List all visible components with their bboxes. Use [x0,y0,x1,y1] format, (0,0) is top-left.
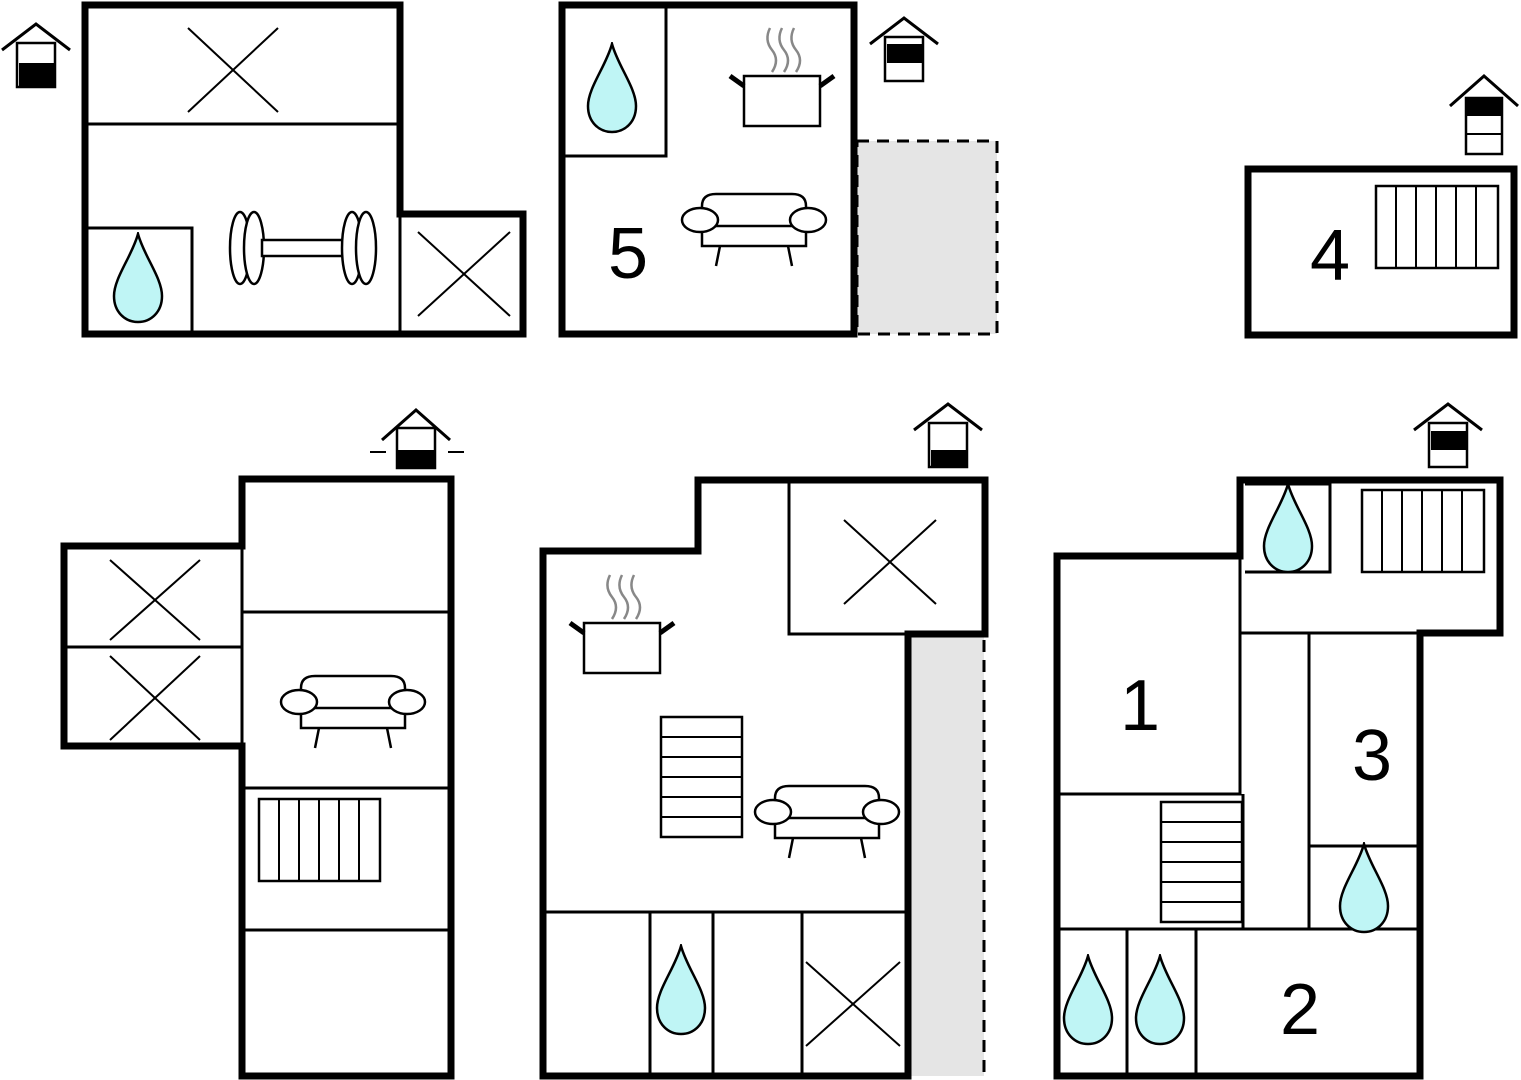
floor-plan-top-right: 4 [1244,73,1519,339]
room-number-4: 4 [1310,216,1350,296]
bedroom-x-icon [109,559,201,641]
room-number-1: 1 [1120,666,1160,746]
floor-plan-bottom-middle [539,402,989,1080]
floor-plan-bottom-right: 1 3 2 [1053,402,1504,1080]
bedroom-x-icon [109,655,201,741]
radiator-icon [257,797,382,883]
room-number-5: 5 [608,214,648,294]
radiator-icon [1360,488,1486,574]
bedroom-x-icon [417,231,511,317]
floor-level-icon [1449,73,1519,156]
terrace-area [908,634,984,1076]
water-drop-icon [112,232,164,324]
bedroom-x-icon [805,961,901,1047]
bedroom-x-icon [843,519,937,605]
floor-level-marker [931,450,967,468]
dumbbell-icon [228,210,378,286]
room-number-3: 3 [1352,716,1392,796]
floor-level-marker [887,44,923,62]
water-drop-icon [655,944,707,1036]
water-drop-icon [1134,954,1186,1046]
sofa-icon [279,674,427,750]
water-drop-icon [1062,954,1114,1046]
staircase-icon [659,715,744,839]
floor-plan-bottom-left [60,407,464,1080]
floor-level-marker [1431,431,1467,449]
floor-plan-top-left [0,1,527,338]
cooking-pot-icon [730,28,834,126]
room-number-2: 2 [1280,970,1320,1050]
cooking-pot-icon [570,575,674,673]
water-drop-icon [586,42,638,134]
bedroom-x-icon [187,27,279,113]
water-drop-icon [1262,482,1314,574]
sofa-icon [680,192,828,268]
water-drop-icon [1338,842,1390,934]
staircase-icon [1159,800,1244,924]
terrace-area [855,139,999,336]
radiator-icon [1374,184,1500,270]
sofa-icon [753,784,901,860]
floor-level-marker [19,63,55,87]
floor-level-icon [370,407,464,470]
floor-plan-top-middle: 5 [558,1,999,338]
